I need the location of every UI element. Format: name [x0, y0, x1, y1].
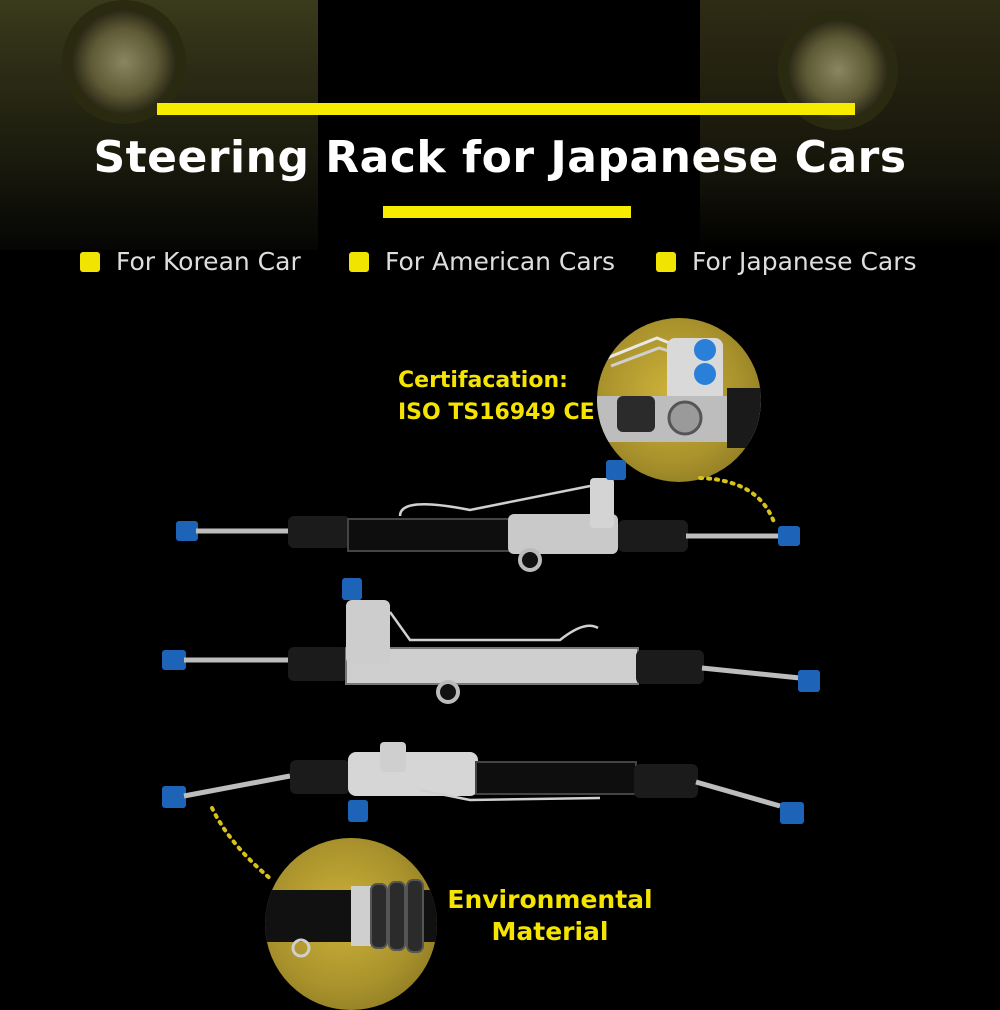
certification-title: Certifacation: [398, 368, 568, 393]
headline-bottom-bar [383, 206, 631, 218]
valve-detail-image [597, 336, 761, 448]
environmental-label: Environmental Material [440, 884, 660, 948]
category-korean: For Korean Car [80, 247, 301, 276]
car-photo-left [0, 0, 318, 250]
certification-standard: ISO TS16949 CE [398, 400, 595, 425]
boot-detail-circle [265, 838, 437, 1010]
headline-top-bar [157, 103, 855, 115]
bullet-square-icon [349, 251, 369, 272]
boot-detail-image [265, 879, 437, 958]
car-wheel-left [62, 0, 186, 124]
bullet-square-icon [80, 251, 100, 272]
certification-label: Certifacation: ISO TS16949 CE [398, 365, 595, 429]
category-label: For American Cars [385, 247, 616, 276]
category-japanese: For Japanese Cars [656, 247, 917, 276]
category-label: For Korean Car [116, 247, 301, 276]
bullet-square-icon [656, 251, 676, 272]
valve-detail-circle [597, 318, 761, 482]
category-american: For American Cars [349, 247, 615, 276]
car-photo-right [700, 0, 1000, 250]
environmental-line-2: Material [491, 917, 609, 946]
page-title: Steering Rack for Japanese Cars [93, 132, 907, 183]
environmental-line-1: Environmental [447, 885, 653, 914]
category-label: For Japanese Cars [692, 247, 917, 276]
